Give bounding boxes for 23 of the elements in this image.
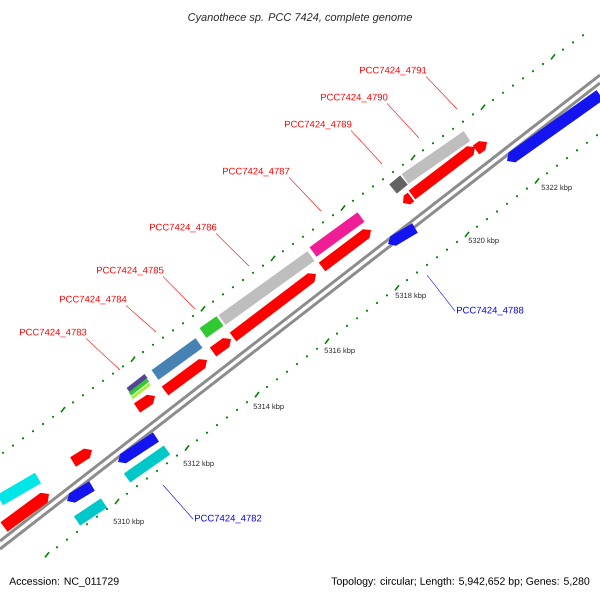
gene-label: PCC7424_4784 bbox=[60, 296, 127, 304]
leader-line bbox=[386, 103, 420, 138]
title: Cyanothece sp. PCC 7424, complete genome bbox=[188, 12, 412, 24]
gene-label: PCC7424_4785 bbox=[96, 266, 164, 276]
gene-label: PCC7424_4788 bbox=[457, 306, 524, 316]
gene-label: PCC7424_4786 bbox=[150, 224, 216, 232]
leader-line bbox=[216, 233, 250, 266]
leader-line bbox=[162, 276, 196, 310]
gene-label: PCC7424_4789 bbox=[284, 120, 352, 130]
leader-line bbox=[288, 177, 322, 212]
leader-line bbox=[86, 338, 120, 370]
leader-line bbox=[162, 484, 194, 520]
leader-line bbox=[350, 130, 382, 164]
gene-label: PCC7424_4787 bbox=[222, 168, 290, 176]
genome-info-label: Topology: circular; Length: 5,942,652 bp; Genes: 5,280 bbox=[331, 577, 590, 587]
leader-line bbox=[126, 305, 156, 332]
accession-label: Accession: NC_011729 bbox=[9, 577, 119, 587]
gene-label: PCC7424_4791 bbox=[360, 66, 426, 76]
gene-label: PCC7424_4783 bbox=[20, 328, 86, 338]
leader-line bbox=[426, 274, 456, 312]
gene-label: PCC7424_4790 bbox=[321, 94, 388, 102]
leader-line bbox=[426, 76, 458, 110]
gene-label: PCC7424_4782 bbox=[194, 514, 262, 524]
